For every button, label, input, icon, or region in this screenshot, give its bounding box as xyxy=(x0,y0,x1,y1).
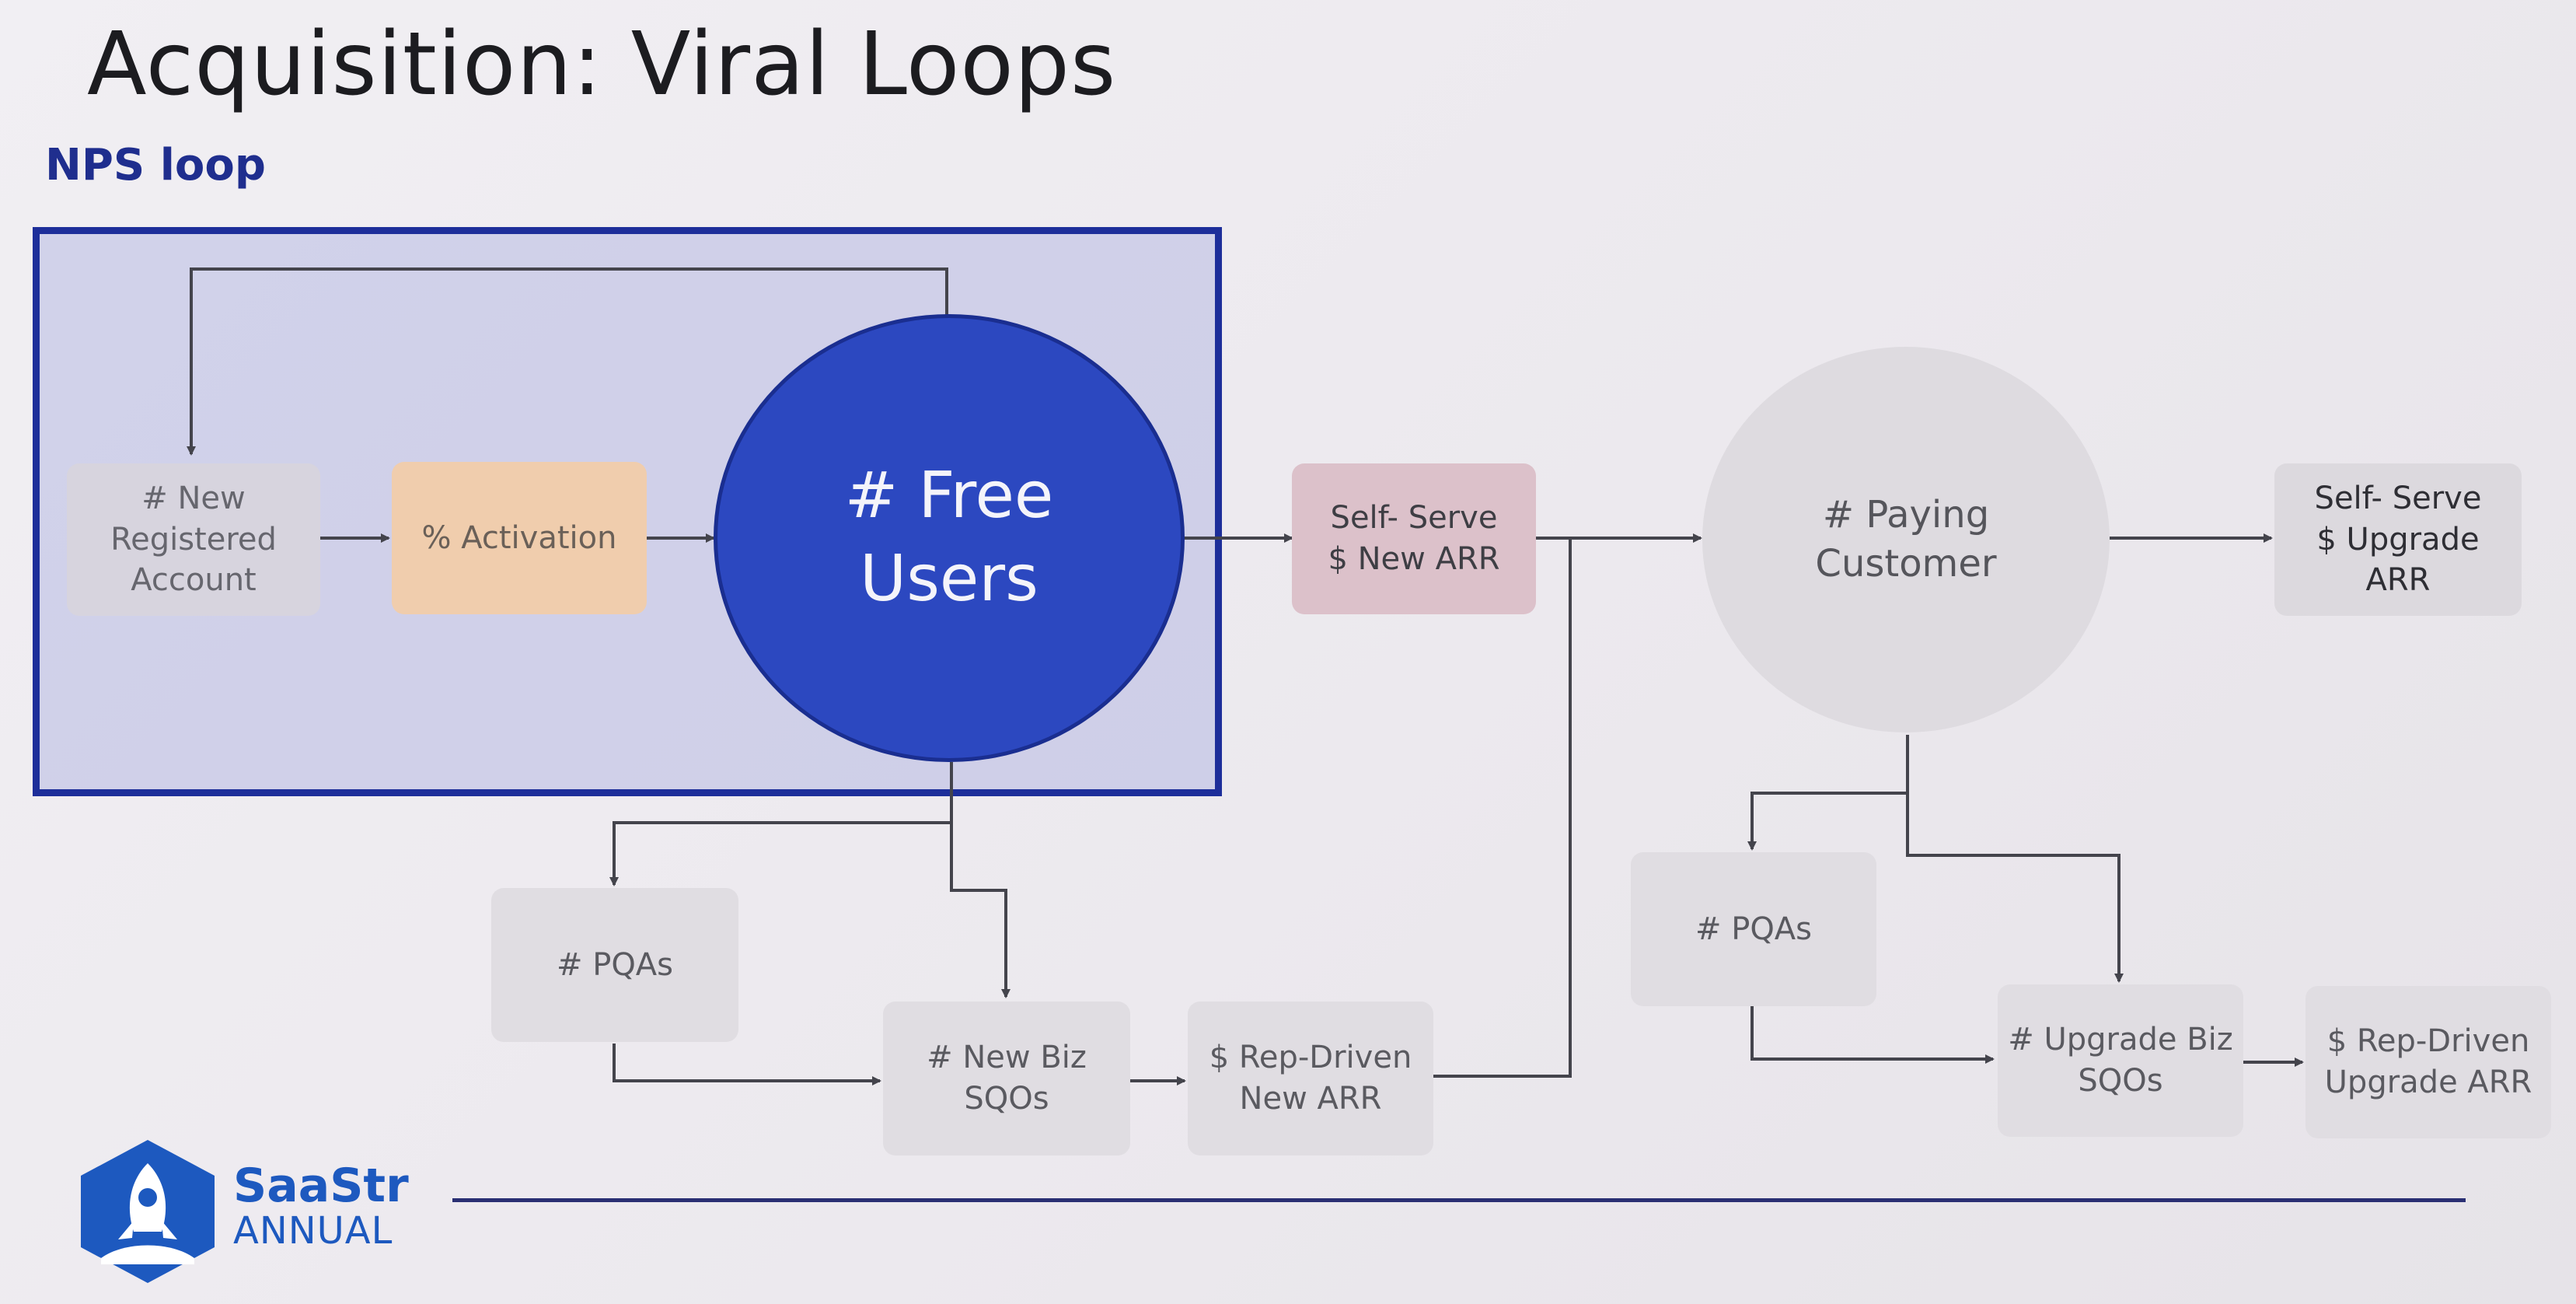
node-rep-driven-new-arr: $ Rep-Driven New ARR xyxy=(1188,1002,1433,1155)
node-self-serve-upgrade-arr: Self- Serve $ Upgrade ARR xyxy=(2274,463,2522,616)
saastr-logo-icon xyxy=(81,1140,215,1283)
node-rep-driven-upgrade-arr: $ Rep-Driven Upgrade ARR xyxy=(2305,986,2551,1138)
arrow-free-to-newbiz xyxy=(950,823,1011,998)
node-pqas-right: # PQAs xyxy=(1631,852,1876,1006)
arrow-pqas-to-upgradebiz xyxy=(1750,1006,1995,1064)
node-new-biz-sqos: # New Biz SQOs xyxy=(883,1002,1130,1155)
node-activation: % Activation xyxy=(392,462,647,614)
arrow-free-to-pqas xyxy=(609,762,953,886)
loop-back-arrow xyxy=(187,267,948,456)
node-self-serve-new-arr: Self- Serve $ New ARR xyxy=(1292,463,1536,614)
slide-title: Acquisition: Viral Loops xyxy=(87,14,1117,115)
node-upgrade-biz-sqos: # Upgrade Biz SQOs xyxy=(1998,984,2243,1137)
loop-label: NPS loop xyxy=(45,140,266,191)
node-paying-customer: # Paying Customer xyxy=(1702,347,2110,732)
node-free-users: # Free Users xyxy=(714,314,1185,762)
line-repdriven-to-paying xyxy=(1433,538,1572,1078)
footer-divider xyxy=(452,1198,2466,1202)
arrow-paying-to-pqas xyxy=(1747,735,1909,851)
node-new-registered-account: # New Registered Account xyxy=(67,463,320,616)
node-pqas-left: # PQAs xyxy=(491,888,738,1042)
logo-subtext: ANNUAL xyxy=(233,1209,393,1253)
arrow-pqas-to-newbiz xyxy=(613,1044,881,1086)
arrow-paying-to-upgradebiz xyxy=(1906,793,2124,983)
logo-wordmark: SaaStr xyxy=(233,1159,409,1213)
